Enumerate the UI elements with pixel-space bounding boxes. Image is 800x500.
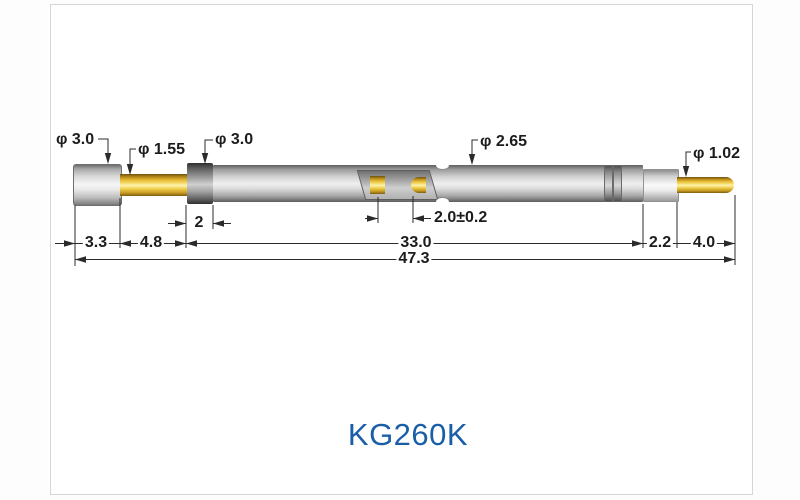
product-title: KG260K [347,417,469,452]
probe-head [73,164,122,206]
break-mark-bottom [436,197,449,207]
groove-ring-1 [604,166,613,201]
tail-pin [677,177,734,193]
dimension-arrowheads [64,153,735,263]
collar-diameter-label: φ 3.0 [213,131,256,148]
barrel-length-label: 33.0 [398,234,434,251]
receptacle-sleeve [643,169,679,202]
plunger-pin [120,174,188,196]
head-diameter-label: φ 3.0 [54,131,97,148]
plunger-diameter-label: φ 1.55 [136,141,188,158]
inner-pin-right [411,177,426,193]
slot-length-label: 2.0±0.2 [432,209,490,226]
groove-ring-2 [613,166,622,201]
collar-width-label: 2 [192,214,206,231]
plunger-length-label: 4.8 [137,234,165,251]
head-length-label: 3.3 [82,234,110,251]
overall-length-label: 47.3 [396,250,432,267]
receptacle-length-label: 2.2 [646,234,674,251]
tail-pin-diameter-label: φ 1.02 [691,145,743,162]
tail-pin-length-label: 4.0 [690,234,718,251]
break-mark-top [436,160,449,170]
barrel-diameter-label: φ 2.65 [478,133,530,150]
inner-pin-left [370,176,385,194]
mounting-collar [187,163,213,204]
